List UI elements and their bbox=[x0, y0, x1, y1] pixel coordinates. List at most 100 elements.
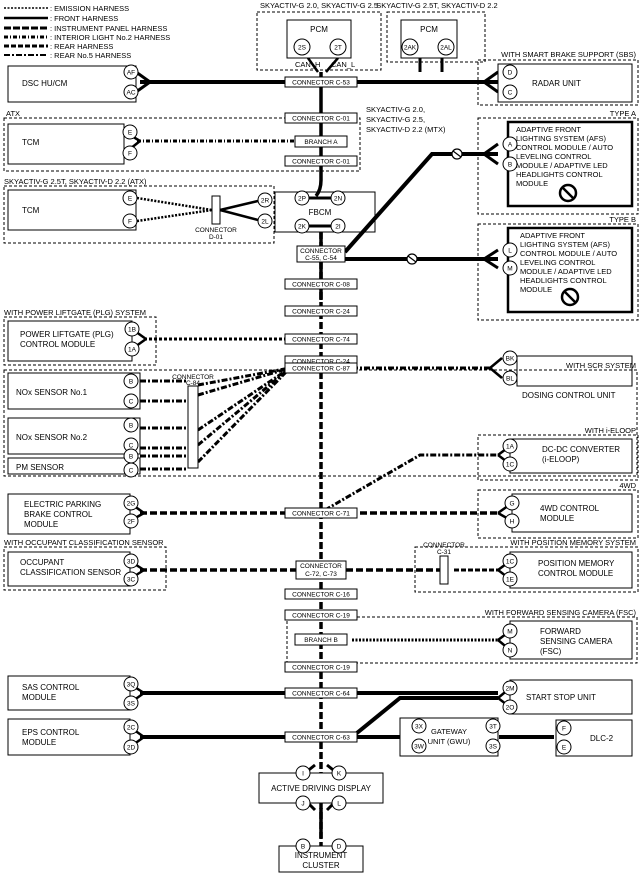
modules: PCM CAN_H CAN_L PCM DSC HU/CM RADAR UNIT… bbox=[7, 19, 634, 873]
pin-gwu-3t: 3T bbox=[489, 724, 497, 731]
trunk-connectors: CONNECTOR C-53 CONNECTOR C-01 BRANCH A C… bbox=[172, 76, 465, 743]
dsc-label: DSC HU/CM bbox=[22, 79, 68, 88]
pin-fbcm-2k: 2K bbox=[298, 224, 307, 231]
pin-pmcm-1c: 1C bbox=[506, 559, 515, 566]
legend-rear: : REAR HARNESS bbox=[50, 42, 113, 51]
group-ieloop: WITH i-ELOOP bbox=[585, 426, 636, 435]
pins: 2S 2T 2AK 2AL AF AC D C E F A B E F 2R bbox=[122, 38, 572, 854]
group-atx: ATX bbox=[6, 109, 20, 118]
pin-ads-k: K bbox=[337, 771, 342, 778]
pin-ads-l: L bbox=[337, 801, 341, 808]
connector-c53: CONNECTOR C-53 bbox=[292, 80, 350, 87]
legend-interior-light: : INTERIOR LIGHT No.2 HARNESS bbox=[50, 33, 170, 42]
group-4wd: 4WD bbox=[619, 481, 636, 490]
pin-radar-d: D bbox=[508, 70, 513, 77]
afs-b-l6: HEADLIGHTS CONTROL bbox=[520, 276, 607, 285]
epb-l3: MODULE bbox=[24, 520, 58, 529]
pin-tcm2-f: F bbox=[128, 219, 132, 226]
connector-c19-b: CONNECTOR C-19 bbox=[292, 665, 350, 672]
pin-dlc-e: E bbox=[562, 745, 567, 752]
afs-a-l6: HEADLIGHTS CONTROL bbox=[516, 170, 603, 179]
pin-tcm1-e: E bbox=[128, 130, 133, 137]
dcdc-l1: DC-DC CONVERTER bbox=[542, 445, 620, 454]
pin-nox1-c: C bbox=[129, 399, 134, 406]
legend-front: : FRONT HARNESS bbox=[50, 14, 118, 23]
group-mtx-1: SKYACTIV-G 2.0, bbox=[366, 105, 425, 114]
dosing-label: DOSING CONTROL UNIT bbox=[522, 391, 616, 400]
afs-b-l7: MODULE bbox=[520, 285, 552, 294]
dlc-label: DLC-2 bbox=[590, 734, 614, 743]
pin-pcm2-2al: 2AL bbox=[440, 45, 452, 52]
pin-ads-j: J bbox=[301, 801, 304, 808]
pin-nox2-b: B bbox=[129, 423, 133, 430]
eps-l2: MODULE bbox=[22, 738, 56, 747]
pin-eps-2c: 2C bbox=[127, 725, 136, 732]
epb-l1: ELECTRIC PARKING bbox=[24, 500, 101, 509]
gwu-l1: GATEWAY bbox=[431, 727, 467, 736]
group-ocs: WITH OCCUPANT CLASSIFICATION SENSOR bbox=[4, 538, 164, 547]
pin-pm-b: B bbox=[129, 454, 133, 461]
splice-markers bbox=[406, 148, 463, 265]
afs-a-l1: ADAPTIVE FRONT bbox=[516, 125, 581, 134]
group-pms: WITH POSITION MEMORY SYSTEM bbox=[510, 538, 636, 547]
ocs-l1: OCCUPANT bbox=[20, 558, 64, 567]
legend: : EMISSION HARNESS : FRONT HARNESS : INS… bbox=[4, 4, 170, 60]
pin-sas-3s: 3S bbox=[127, 701, 136, 708]
pcm-2-label: PCM bbox=[420, 25, 438, 34]
afs-a-l4: LEVELING CONTROL bbox=[516, 152, 591, 161]
afs-b-l1: ADAPTIVE FRONT bbox=[520, 231, 585, 240]
connector-c24-a: CONNECTOR C-24 bbox=[292, 309, 350, 316]
afs-b-l2: LIGHTING SYSTEM (AFS) bbox=[520, 240, 611, 249]
pin-ssu-2m: 2M bbox=[505, 686, 514, 693]
afs-a-l5: MODULE / ADAPTIVE LED bbox=[516, 161, 608, 170]
connector-d01-l2: D-01 bbox=[209, 234, 223, 241]
pin-pmcm-1e: 1E bbox=[506, 577, 515, 584]
pin-pcm2-2ak: 2AK bbox=[404, 45, 417, 52]
pin-ads-i: I bbox=[302, 771, 304, 778]
eps-l1: EPS CONTROL bbox=[22, 728, 80, 737]
group-mtx-3: SKYACTIV-D 2.2 (MTX) bbox=[366, 125, 446, 134]
group-plg: WITH POWER LIFTGATE (PLG) SYSTEM bbox=[4, 308, 146, 317]
ocs-l2: CLASSIFICATION SENSOR bbox=[20, 568, 121, 577]
connector-c84-l2: C-84 bbox=[186, 380, 200, 387]
connector-c63: CONNECTOR C-63 bbox=[292, 735, 350, 742]
pin-tcm2-2r: 2R bbox=[261, 198, 270, 205]
fsc-l2: SENSING CAMERA bbox=[540, 637, 613, 646]
pin-dosing-bl: BL bbox=[506, 376, 514, 383]
afs-b-l4: LEVELING CONTROL bbox=[520, 258, 595, 267]
ic-l1: INSTRUMENT bbox=[295, 851, 348, 860]
ssu-label: START STOP UNIT bbox=[526, 693, 596, 702]
gwu-l2: UNIT (GWU) bbox=[428, 737, 471, 746]
pin-nox2-c: C bbox=[129, 443, 134, 450]
pcm-1-label: PCM bbox=[310, 25, 328, 34]
branch-a: BRANCH A bbox=[304, 139, 338, 146]
plg-l2: CONTROL MODULE bbox=[20, 340, 95, 349]
connector-c55-l1: CONNECTOR bbox=[300, 248, 342, 255]
pin-pcm1-2t: 2T bbox=[334, 45, 342, 52]
pin-dosing-bk: BK bbox=[506, 356, 515, 363]
tcm-1-label: TCM bbox=[22, 138, 40, 147]
plg-l1: POWER LIFTGATE (PLG) bbox=[20, 330, 114, 339]
group-pcm-a: SKYACTIV-G 2.0, SKYACTIV-G 2.5 bbox=[260, 1, 378, 10]
awd-l2: MODULE bbox=[540, 514, 574, 523]
legend-instrument-panel: : INSTRUMENT PANEL HARNESS bbox=[50, 24, 167, 33]
connector-c01-b: CONNECTOR C-01 bbox=[292, 159, 350, 166]
pin-fbcm-2p: 2P bbox=[298, 196, 306, 203]
connector-c19-a: CONNECTOR C-19 bbox=[292, 613, 350, 620]
afs-a-l3: CONTROL MODULE / AUTO bbox=[516, 143, 613, 152]
pin-afsa-a: A bbox=[508, 142, 513, 149]
ads-label: ACTIVE DRIVING DISPLAY bbox=[271, 784, 372, 793]
pin-dsc-af: AF bbox=[127, 70, 135, 77]
connector-c31-l2: C-31 bbox=[437, 549, 451, 556]
pin-ic-d: D bbox=[337, 844, 342, 851]
pin-epb-2f: 2F bbox=[127, 519, 135, 526]
can-l-label: CAN_L bbox=[331, 60, 355, 69]
fsc-l1: FORWARD bbox=[540, 627, 581, 636]
pin-fsc-m: M bbox=[507, 629, 512, 636]
group-type-a: TYPE A bbox=[610, 109, 636, 118]
group-pcm-b: SKYACTIV-G 2.5T, SKYACTIV-D 2.2 bbox=[376, 1, 497, 10]
awd-l1: 4WD CONTROL bbox=[540, 504, 600, 513]
radar-label: RADAR UNIT bbox=[532, 79, 581, 88]
can-h-label: CAN_H bbox=[295, 60, 320, 69]
